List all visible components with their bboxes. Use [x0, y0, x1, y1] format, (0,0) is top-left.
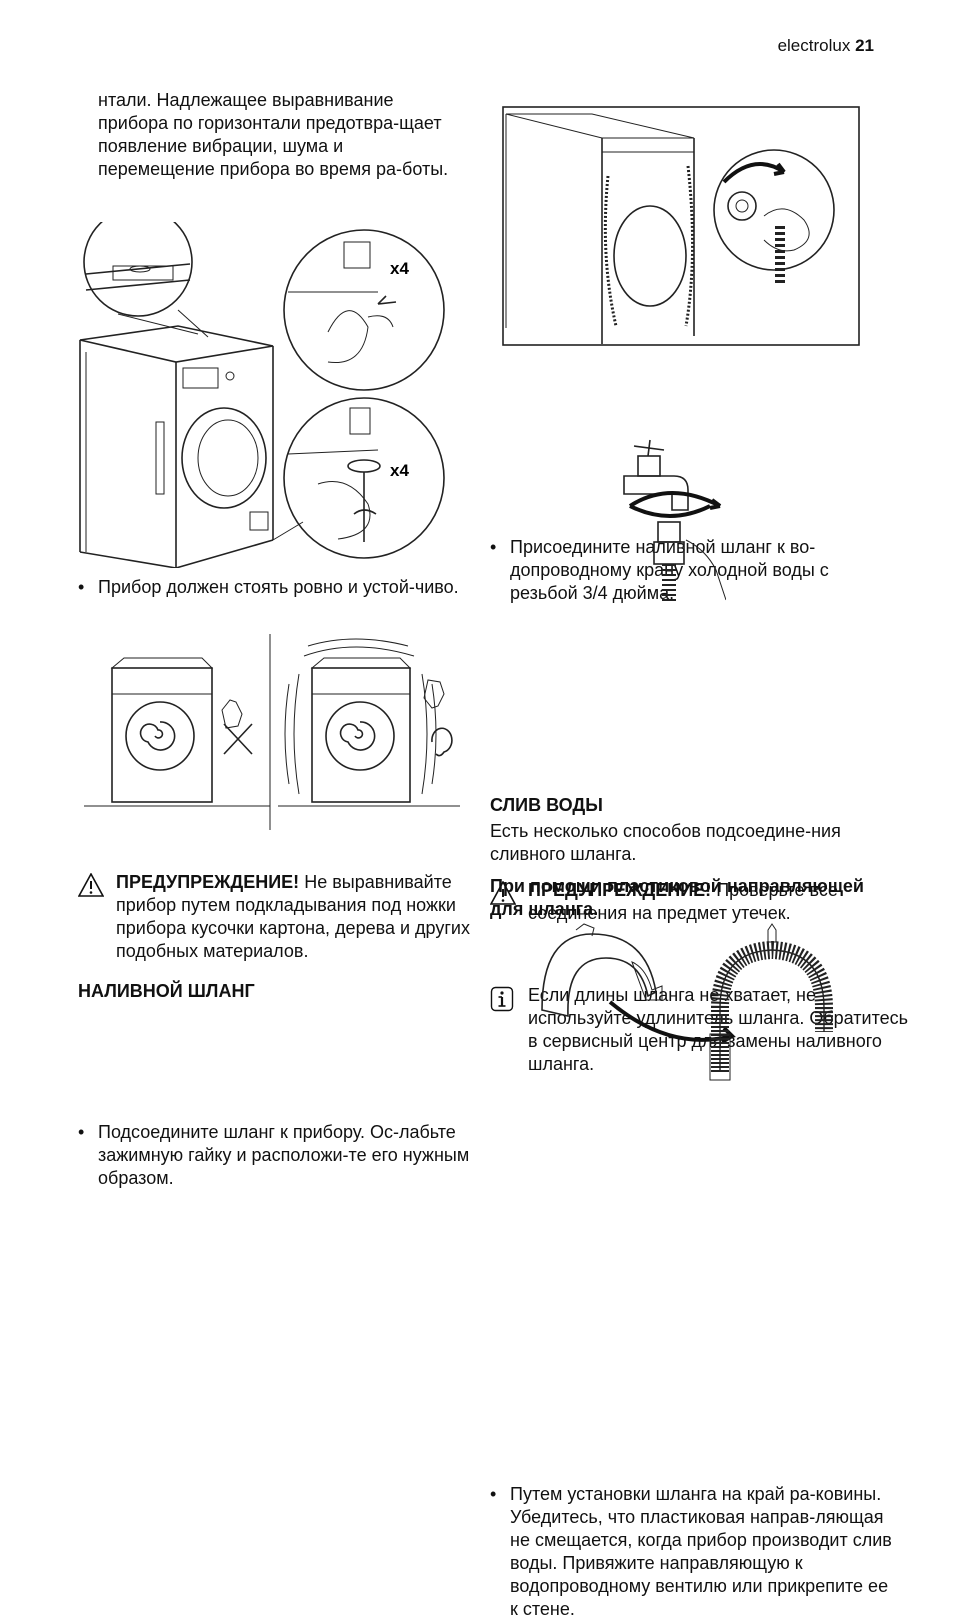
tap-illustration	[620, 436, 726, 606]
hose-guide-illustration	[536, 922, 836, 1082]
warning-leveling: ПРЕДУПРЕЖДЕНИЕ! Не выравнивайте прибор п…	[78, 871, 500, 963]
leveling-illustration: x4 x4	[78, 222, 448, 568]
page-header: electrolux 21	[778, 36, 874, 56]
vibration-comparison-illustration	[84, 634, 464, 830]
heading-inlet-hose: НАЛИВНОЙ ШЛАНГ	[78, 981, 255, 1001]
heading-drain: СЛИВ ВОДЫ	[490, 795, 603, 815]
inlet-hose-back-illustration	[502, 106, 860, 346]
drain-subheading: При помощи пластиковой направляющей для …	[490, 876, 864, 919]
warning-icon	[490, 881, 516, 905]
info-icon	[490, 986, 514, 1012]
page-number: 21	[855, 36, 874, 55]
warning-leaks: ПРЕДУПРЕЖДЕНИЕ! Проверьте все соединения…	[490, 879, 916, 925]
bullet-level: Прибор должен стоять ровно и устой-чиво.	[78, 576, 482, 599]
warning-icon	[78, 873, 104, 897]
x4-label-top: x4	[390, 259, 409, 278]
bullet-sink-details: Убедитесь, что пластиковая направ-ляющая…	[510, 1507, 892, 1619]
bullet-sink: Путем установки шланга на край ра-ковины…	[490, 1483, 898, 1621]
x4-label-bottom: x4	[390, 461, 409, 480]
brand-name: electrolux	[777, 36, 851, 55]
intro-paragraph: нтали. Надлежащее выравнивание прибора п…	[98, 90, 449, 179]
bullet-inlet: Подсоедините шланг к прибору. Ос-лабьте …	[78, 1121, 482, 1190]
thumbs-down-icon	[423, 679, 445, 709]
drain-intro: Есть несколько способов подсоедине-ния с…	[490, 821, 841, 864]
ear-icon	[431, 727, 453, 757]
thumbs-up-icon	[221, 699, 243, 729]
